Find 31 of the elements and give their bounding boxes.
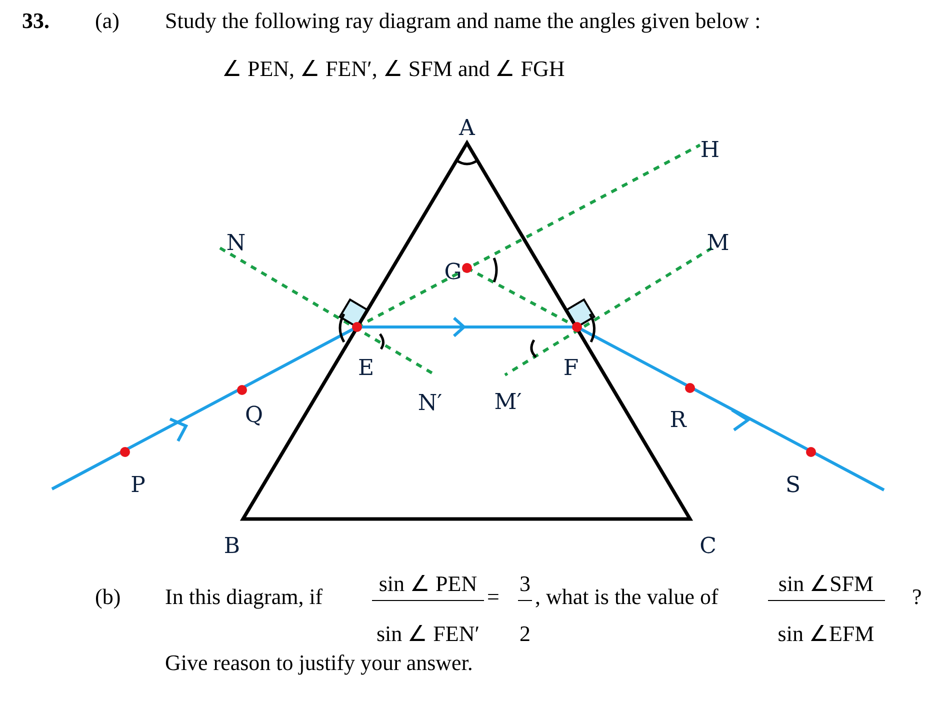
point-label: P: [130, 475, 146, 497]
point-label: C: [700, 536, 716, 558]
question-text: ?: [912, 586, 922, 608]
point-label: N: [226, 233, 246, 255]
question-text: Study the following ray diagram and name the angles given below :: [165, 10, 761, 32]
point-label: G: [444, 262, 462, 284]
question-text: sin ∠ FEN′: [376, 623, 480, 645]
question-text: =: [487, 586, 500, 608]
point-label: A: [459, 118, 475, 140]
question-text: 3: [520, 573, 530, 595]
point-label: H: [700, 140, 720, 162]
question-text: sin ∠SFM: [778, 573, 874, 595]
point-label: R: [670, 410, 686, 432]
point-label: N′: [418, 393, 442, 415]
question-text: In this diagram, if: [165, 586, 323, 608]
point-label: Q: [244, 405, 264, 427]
point-label: S: [785, 475, 801, 497]
point-label: B: [224, 536, 240, 558]
question-text: sin ∠EFM: [778, 623, 874, 645]
point-label: E: [358, 358, 374, 380]
point-label: F: [563, 358, 579, 380]
question-text: , what is the value of: [535, 586, 718, 608]
point-label: M: [706, 233, 730, 255]
question-number: 33.: [22, 10, 50, 32]
question-text: ∠ PEN, ∠ FEN′, ∠ SFM and ∠ FGH: [222, 58, 565, 80]
part-label: (a): [95, 10, 120, 32]
point-label: M′: [494, 392, 522, 414]
question-text: Give reason to justify your answer.: [165, 652, 473, 674]
question-text: sin ∠ PEN: [378, 573, 478, 595]
part-label: (b): [95, 586, 121, 608]
question-text: 2: [520, 623, 530, 645]
